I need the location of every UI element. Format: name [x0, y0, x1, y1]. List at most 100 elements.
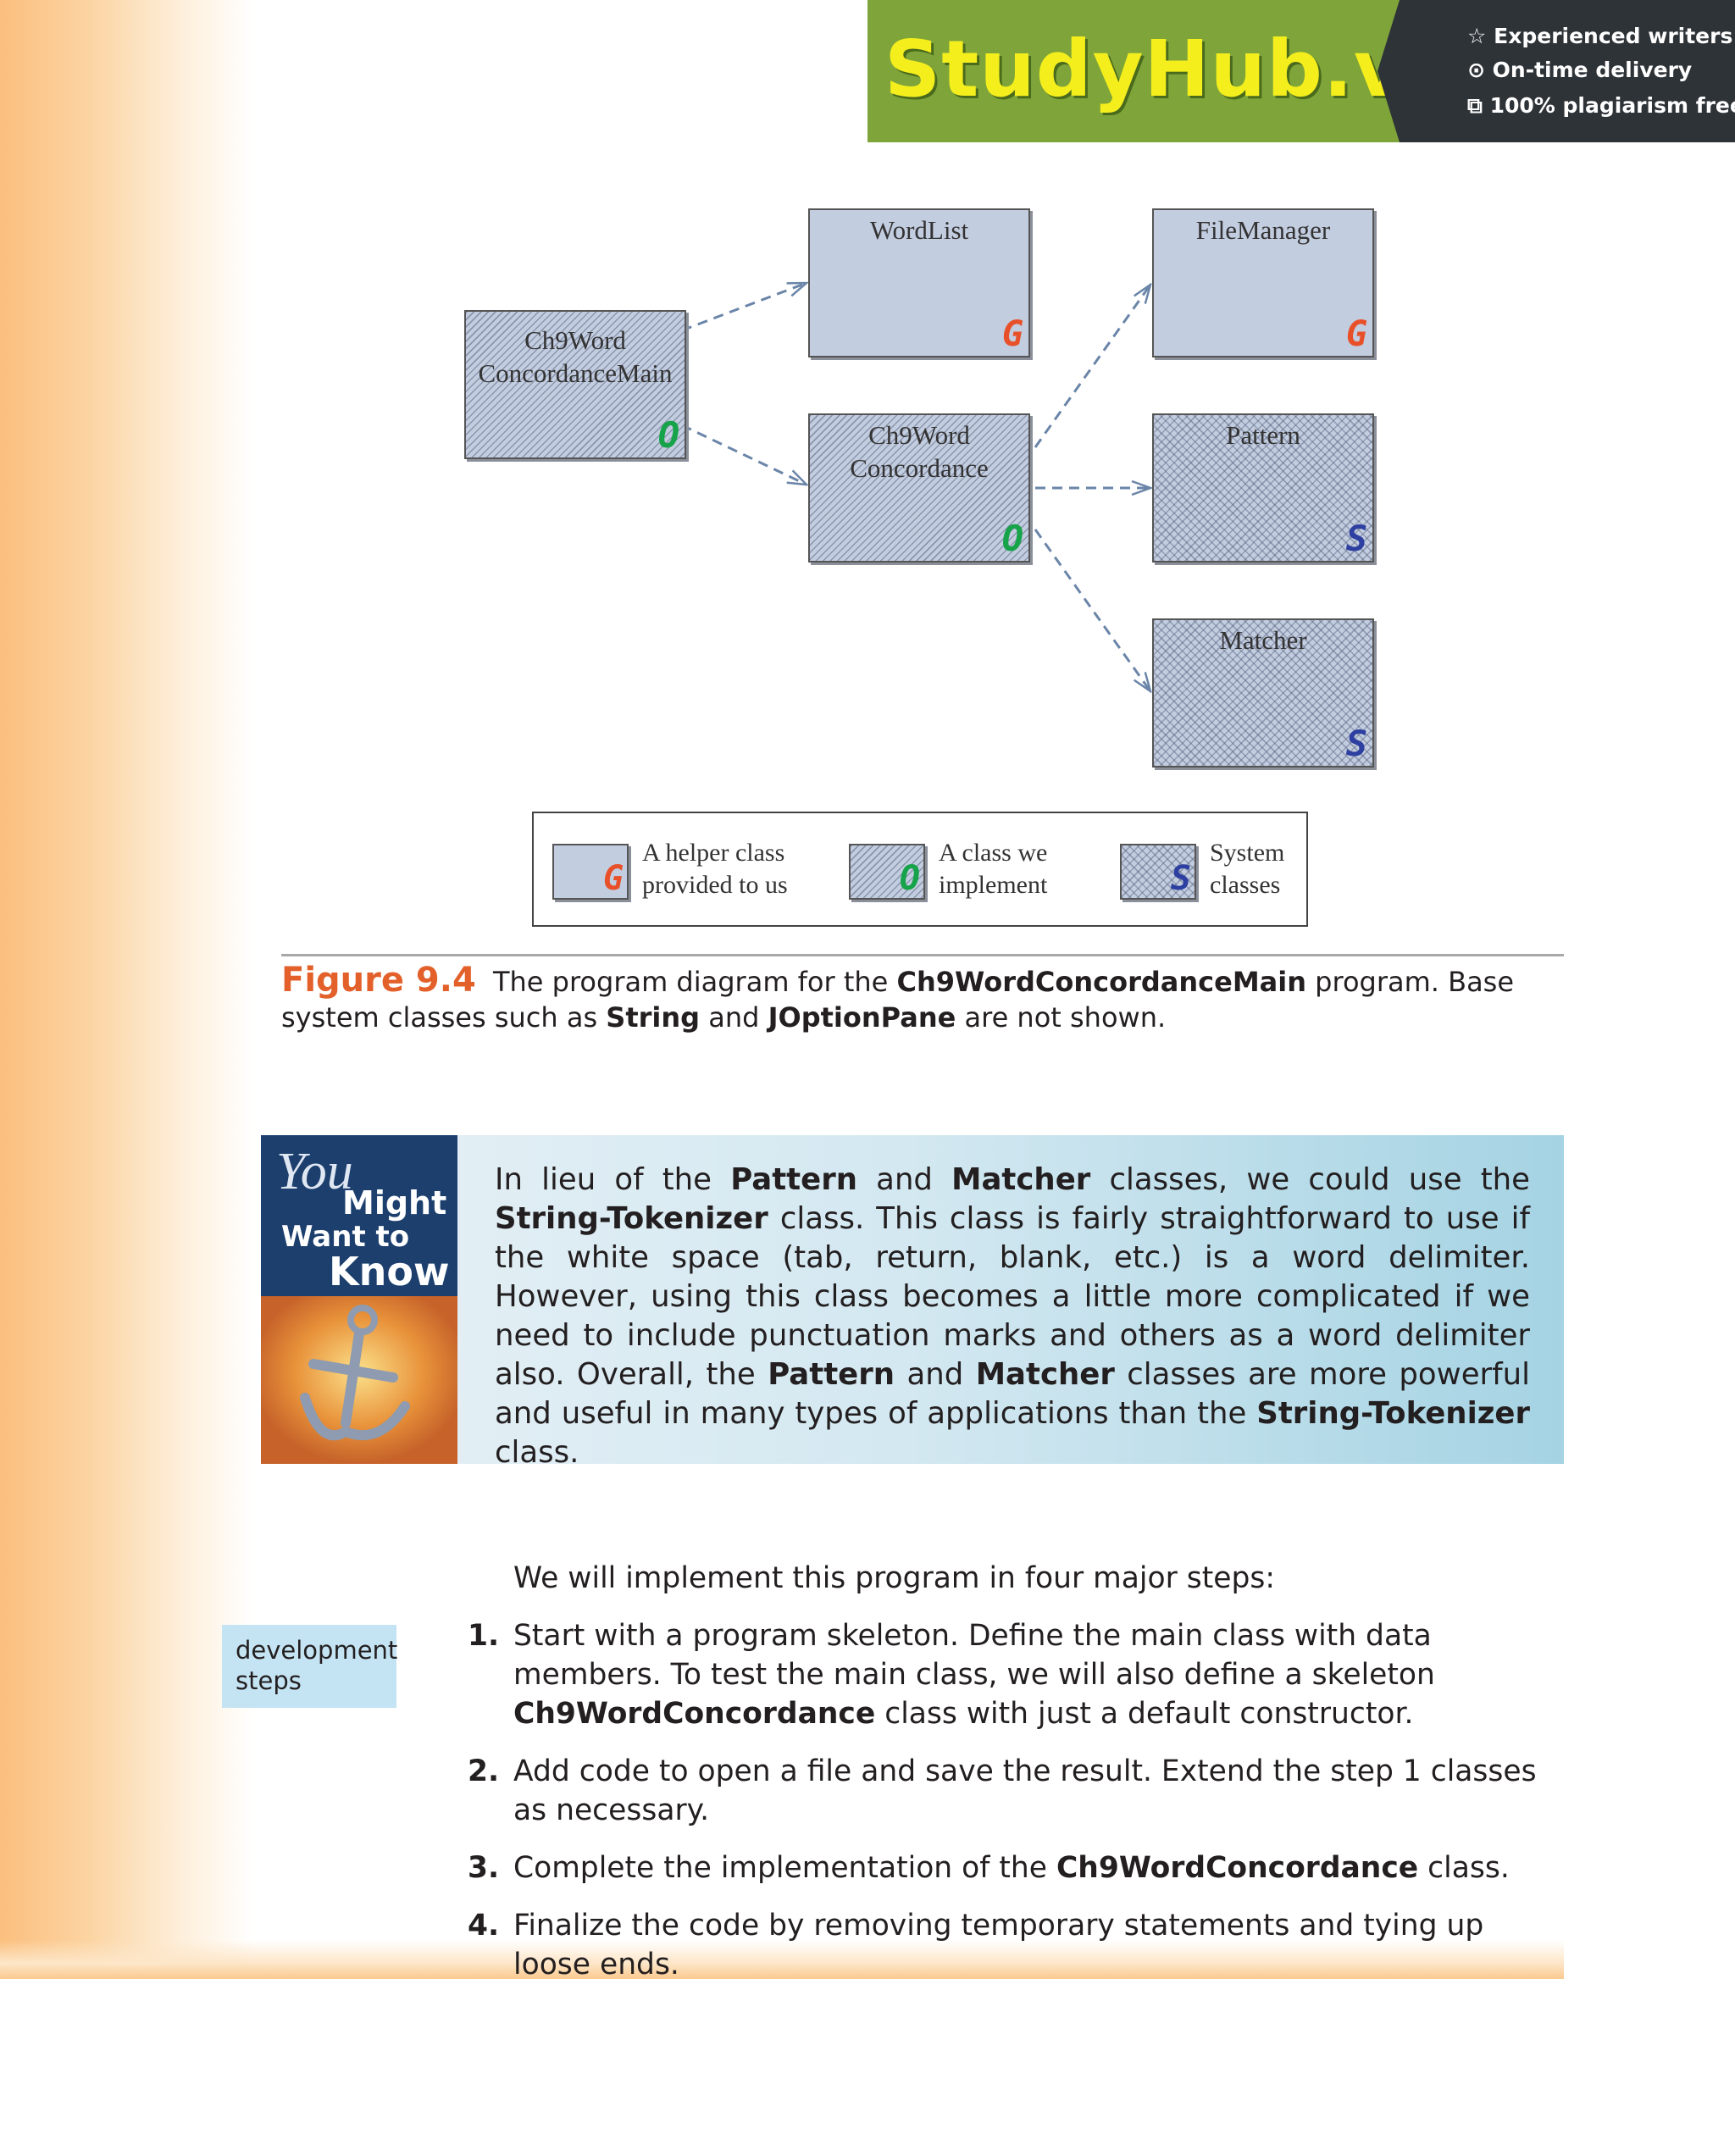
banner-feature-3: ⧉ 100% plagiarism free [1467, 93, 1735, 119]
step-text: Add code to open a file and save the res… [513, 1754, 1537, 1827]
caption-bold: String [606, 1001, 701, 1034]
step-number: 4. [468, 1909, 500, 1943]
class-badge: S [1345, 518, 1367, 559]
sidebar-run: and [857, 1162, 952, 1197]
class-name-line: Ch9Word [524, 325, 626, 355]
class-box-wordlist: WordList G [808, 208, 1030, 357]
class-name-line: Concordance [850, 453, 989, 483]
class-box-matcher: Matcher S [1152, 618, 1374, 768]
legend-badge: O [899, 859, 920, 898]
figure-caption: Figure 9.4 The program diagram for the C… [281, 962, 1569, 1035]
sidebar-title-know: Know [329, 1249, 450, 1294]
sidebar-text: In lieu of the Pattern and Matcher class… [495, 1161, 1530, 1472]
legend-label-ours: A class we implement [939, 837, 1047, 901]
class-badge: G [1001, 313, 1023, 354]
step-text: Start with a program skeleton. Define th… [513, 1619, 1435, 1692]
legend-swatch-system: S [1120, 844, 1196, 900]
left-orange-strip [0, 0, 254, 1979]
caption-bold: Ch9WordConcordanceMain [896, 966, 1306, 998]
star-icon: ☆ [1467, 24, 1487, 48]
legend-line: A helper class [642, 839, 785, 867]
figure-number: Figure 9.4 [281, 961, 476, 1000]
arrow-main-to-concordance [681, 424, 807, 485]
steps-intro: We will implement this program in four m… [513, 1561, 1275, 1595]
class-badge: O [1001, 518, 1023, 559]
class-badge: G [1345, 313, 1367, 354]
arrow-main-to-wordlist [681, 281, 807, 332]
banner-feature-label: On-time delivery [1492, 58, 1693, 82]
sidebar-run: class. [495, 1435, 579, 1470]
legend-label-helper: A helper class provided to us [642, 837, 788, 901]
caption-text: and [700, 1001, 768, 1034]
list-item: 2. Add code to open a file and save the … [468, 1752, 1569, 1830]
sidebar-bold: String-Tokenizer [495, 1201, 768, 1236]
class-box-main: Ch9Word ConcordanceMain O [464, 310, 686, 459]
list-item: 4. Finalize the code by removing tempora… [468, 1906, 1569, 1984]
sidebar-art: You Might Want to Know [261, 1135, 457, 1464]
sidebar-bold: Matcher [975, 1357, 1115, 1392]
sidebar-bold: String-Tokenizer [1256, 1396, 1530, 1431]
step-number: 2. [468, 1754, 500, 1788]
class-badge: O [657, 414, 679, 456]
class-name-line: Ch9Word [868, 420, 970, 450]
class-name-line: FileManager [1195, 215, 1331, 245]
clock-icon: ⊙ [1467, 58, 1485, 82]
margin-note-text: development steps [236, 1636, 398, 1695]
sidebar-run: class. This class is fairly straightforw… [495, 1201, 1530, 1392]
caption-text: program. Base system classes such as [281, 966, 1515, 1034]
caption-bold: JOptionPane [768, 1001, 956, 1034]
program-diagram: Ch9Word ConcordanceMain O WordList G Ch9… [457, 203, 1389, 932]
list-item: 3. Complete the implementation of the Ch… [468, 1848, 1569, 1887]
step-number: 3. [468, 1851, 500, 1885]
sidebar-bold: Pattern [730, 1162, 858, 1197]
diagram-arrows [681, 281, 1389, 813]
class-badge: S [1345, 723, 1367, 764]
arrow-concordance-to-filemanager [1034, 285, 1150, 448]
sidebar-title-might: Might [342, 1184, 447, 1222]
banner-feature-panel: ☆ Experienced writers ⊙ On-time delivery… [1377, 0, 1735, 142]
margin-note: development steps [222, 1625, 398, 1708]
sidebar-run: and [895, 1357, 976, 1392]
list-item: 1. Start with a program skeleton. Define… [468, 1616, 1569, 1733]
legend-badge: G [602, 859, 624, 898]
legend-line: System [1210, 839, 1285, 867]
steps-list: 1. Start with a program skeleton. Define… [468, 1616, 1569, 2003]
sidebar-title-want: Want to [281, 1220, 410, 1254]
bottom-orange-band [0, 1940, 1564, 1979]
class-name-line: ConcordanceMain [478, 358, 673, 388]
step-number: 1. [468, 1619, 500, 1653]
step-text: Finalize the code by removing temporary … [513, 1909, 1484, 1981]
legend-swatch-helper: G [552, 844, 629, 900]
legend-line: classes [1210, 871, 1281, 899]
caption-text: The program diagram for the [492, 966, 897, 998]
banner-feature-label: 100% plagiarism free [1489, 93, 1735, 118]
step-bold: Ch9WordConcordance [513, 1697, 876, 1731]
arrow-concordance-to-matcher [1034, 529, 1150, 691]
legend-line: implement [939, 871, 1048, 899]
class-name-line: Pattern [1226, 420, 1300, 450]
step-bold: Ch9WordConcordance [1056, 1851, 1419, 1885]
sidebar-title-you: You [276, 1143, 353, 1200]
legend-line: A class we [939, 839, 1048, 867]
class-box-concordance: Ch9Word Concordance O [808, 413, 1030, 563]
sidebar-title-panel: You Might Want to Know [261, 1135, 457, 1296]
anchor-icon [261, 1296, 457, 1464]
legend-label-system: System classes [1210, 837, 1284, 901]
step-text: class. [1418, 1851, 1510, 1885]
banner-feature-label: Experienced writers [1494, 24, 1733, 48]
sidebar-bold: Matcher [951, 1162, 1091, 1197]
you-might-want-to-know-box: You Might Want to Know In lieu of t [261, 1135, 1564, 1470]
sidebar-bold: Pattern [768, 1357, 895, 1392]
class-name-line: Matcher [1219, 625, 1307, 655]
class-name-line: WordList [869, 215, 969, 245]
copy-icon: ⧉ [1467, 93, 1483, 118]
class-box-pattern: Pattern S [1152, 413, 1374, 563]
sidebar-run: classes are more powerful and useful in … [495, 1357, 1530, 1431]
caption-rule [281, 954, 1564, 956]
banner-feature-2: ⊙ On-time delivery [1467, 58, 1692, 82]
ad-banner[interactable]: StudyHub.vip ☆ Experienced writers ⊙ On-… [868, 0, 1735, 142]
legend-badge: S [1170, 859, 1191, 898]
legend-swatch-ours: O [849, 844, 925, 900]
step-text: class with just a default constructor. [875, 1697, 1414, 1731]
legend-line: provided to us [642, 871, 788, 899]
